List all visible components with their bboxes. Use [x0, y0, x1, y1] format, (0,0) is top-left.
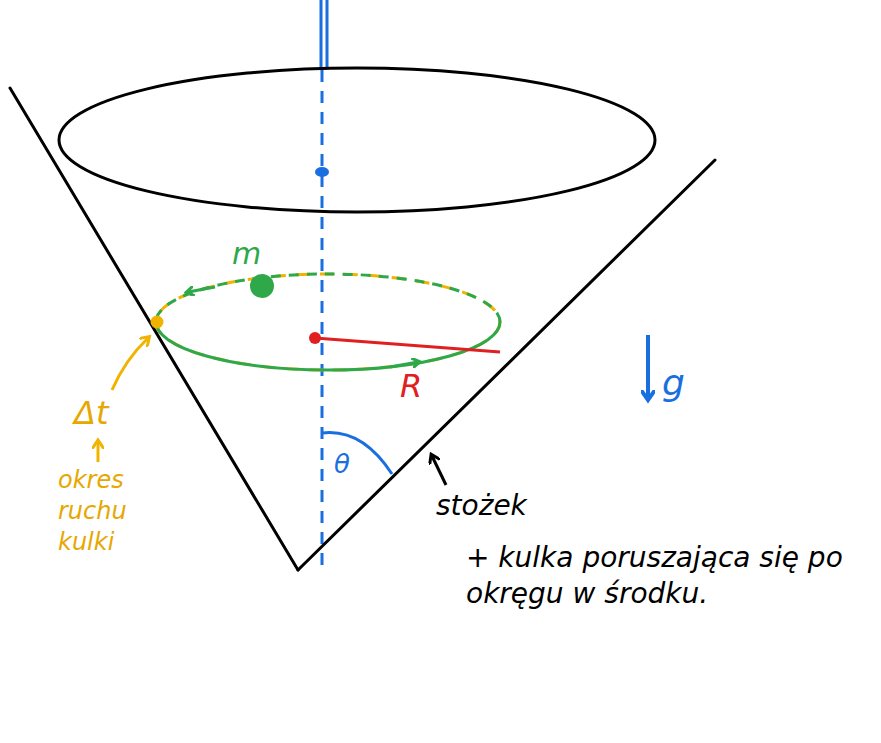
cone-outline [10, 68, 715, 570]
ball [250, 274, 274, 298]
period-note: okres ruchu kulki [58, 465, 178, 559]
angle-label: θ [334, 448, 350, 482]
radius-line [309, 332, 500, 352]
mass-label: m [232, 234, 261, 273]
period-markers [98, 317, 162, 462]
radius-label: R [400, 366, 422, 408]
gravity-label: g [662, 360, 685, 407]
cone-label: stożek [436, 488, 527, 524]
pointer-arrow [432, 456, 446, 485]
period-orbit [156, 274, 500, 370]
gravity-arrow [646, 335, 650, 398]
symmetry-axis [315, 0, 329, 568]
description-note: + kulka poruszająca się po okręgu w środ… [466, 540, 866, 613]
ball-orbit [156, 274, 500, 370]
period-symbol: Δt [74, 393, 108, 435]
angle-arc [322, 433, 392, 474]
